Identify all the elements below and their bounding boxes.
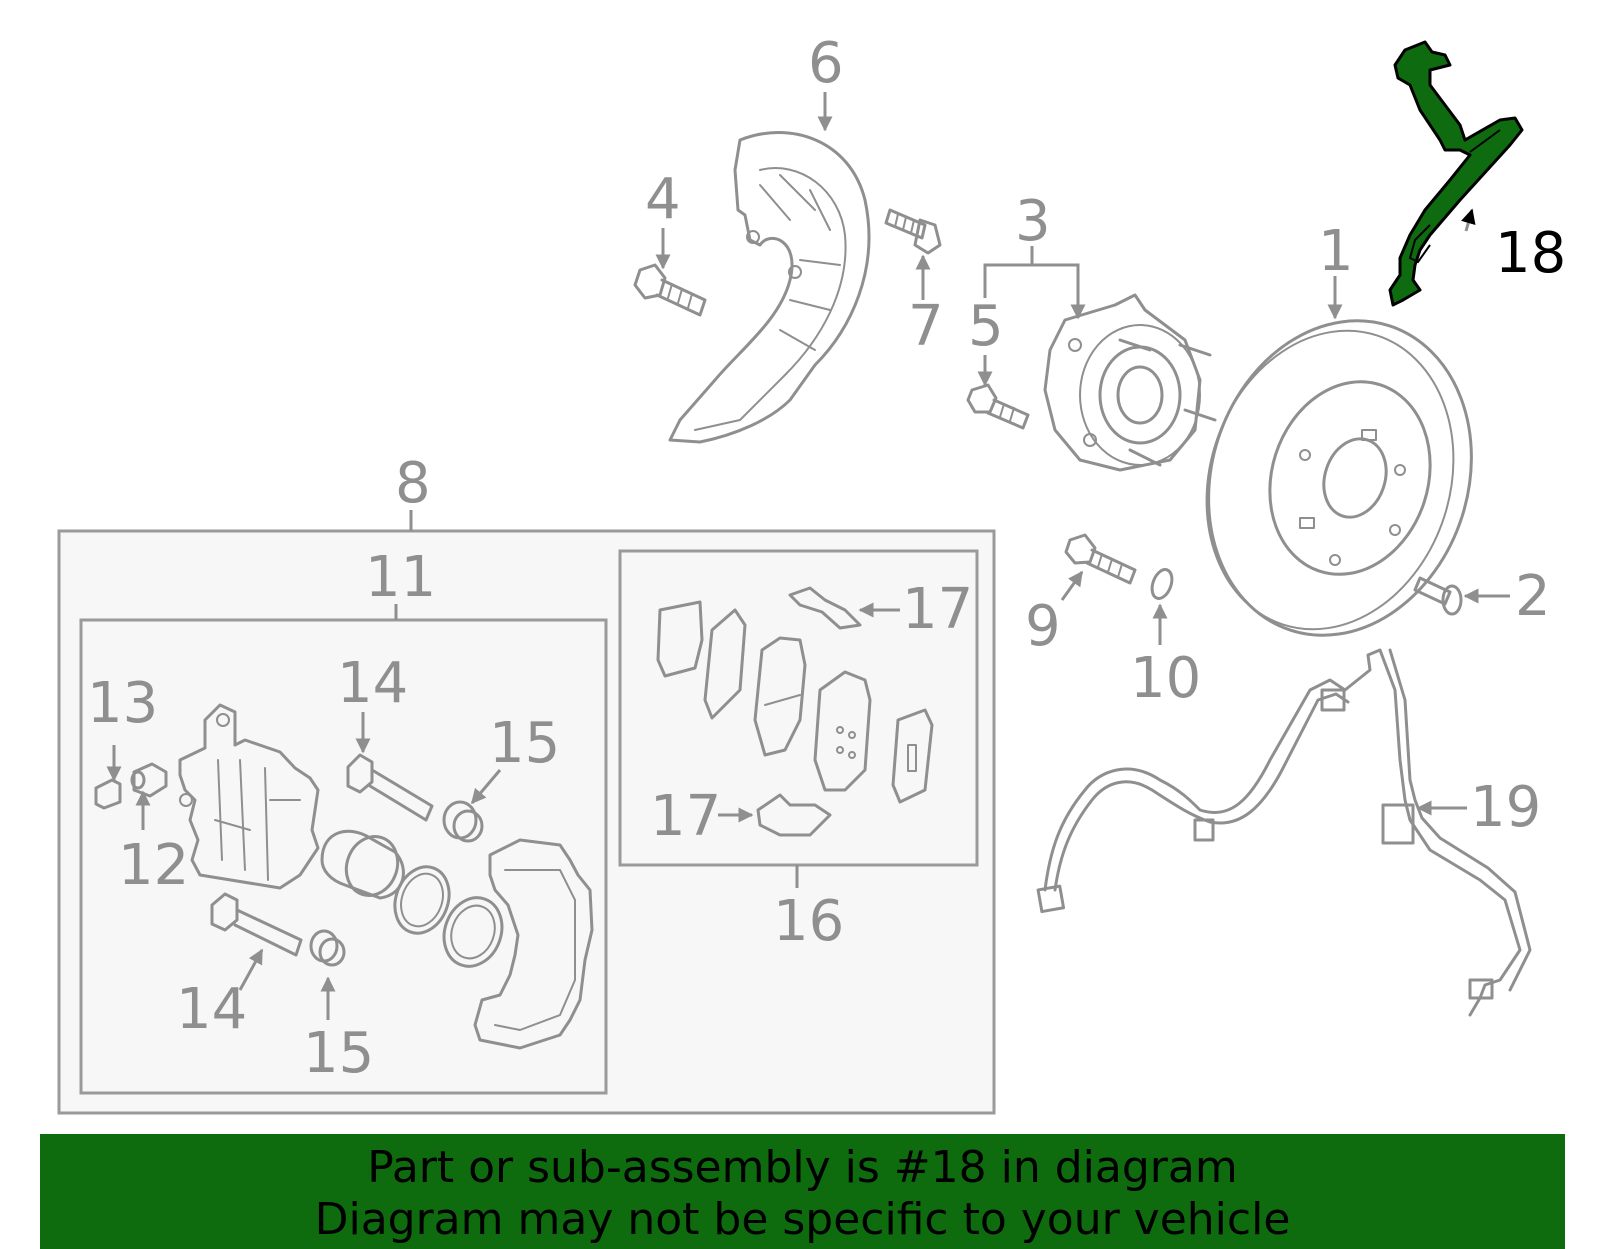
callout-17a: 17	[902, 577, 973, 642]
callout-3: 3	[1015, 189, 1051, 254]
pad-clip-part-17b	[756, 793, 832, 837]
pad-clip-part-17a	[788, 586, 862, 630]
seal-ring	[393, 865, 451, 935]
callout-4: 4	[645, 167, 681, 232]
bolt-part-5	[966, 383, 1030, 430]
brake-pad-inner	[753, 636, 807, 757]
boot-part-15a	[442, 800, 484, 843]
callout-9: 9	[1025, 594, 1061, 659]
callout-13: 13	[87, 671, 158, 736]
bolt-part-4	[633, 263, 707, 317]
caliper-bracket	[473, 838, 594, 1050]
sensor-bracket-part-18	[1388, 40, 1524, 307]
caliper-box	[79, 618, 608, 1095]
callout-16: 16	[773, 889, 844, 954]
dust-seal	[442, 896, 504, 968]
callout-14a: 14	[337, 651, 408, 716]
brake-rotor-part-1	[1205, 319, 1473, 637]
cap-part-12	[130, 762, 168, 798]
pad-shim-1	[656, 600, 704, 678]
washer-part-10	[1150, 568, 1174, 600]
hub-bearing-part-3	[1043, 293, 1217, 472]
abs-wire-part-19	[1036, 648, 1532, 1017]
callout-18: 18	[1495, 221, 1566, 286]
piston	[320, 829, 405, 900]
info-banner: Part or sub-assembly is #18 in diagram D…	[40, 1134, 1565, 1249]
callout-11: 11	[365, 545, 436, 610]
callout-8: 8	[395, 451, 431, 516]
banner-line-2: Diagram may not be specific to your vehi…	[314, 1194, 1291, 1245]
callout-15a: 15	[489, 711, 560, 776]
callout-12: 12	[118, 833, 189, 898]
callout-7: 7	[908, 294, 944, 359]
callout-1: 1	[1318, 219, 1354, 284]
callout-10: 10	[1130, 646, 1201, 711]
callout-19: 19	[1470, 775, 1541, 840]
boot-part-15b	[309, 929, 346, 967]
pad-shim-2	[703, 608, 747, 720]
bolt-part-9	[1064, 533, 1137, 585]
screw-part-2	[1413, 576, 1463, 616]
caliper-housing-part-11	[178, 703, 320, 890]
dust-shield-part-6	[668, 131, 871, 444]
callout-6: 6	[808, 31, 844, 96]
guide-pin-part-14a	[346, 753, 434, 822]
callout-2: 2	[1515, 564, 1551, 629]
brake-pad-outer	[813, 670, 872, 792]
callout-17b: 17	[650, 784, 721, 849]
bolt-part-7	[884, 208, 942, 255]
banner-line-1: Part or sub-assembly is #18 in diagram	[367, 1142, 1238, 1193]
pad-shim-3	[891, 708, 934, 804]
callout-15b: 15	[303, 1021, 374, 1086]
guide-pin-part-14b	[210, 892, 303, 957]
callout-5: 5	[968, 294, 1004, 359]
callout-14b: 14	[176, 977, 247, 1042]
